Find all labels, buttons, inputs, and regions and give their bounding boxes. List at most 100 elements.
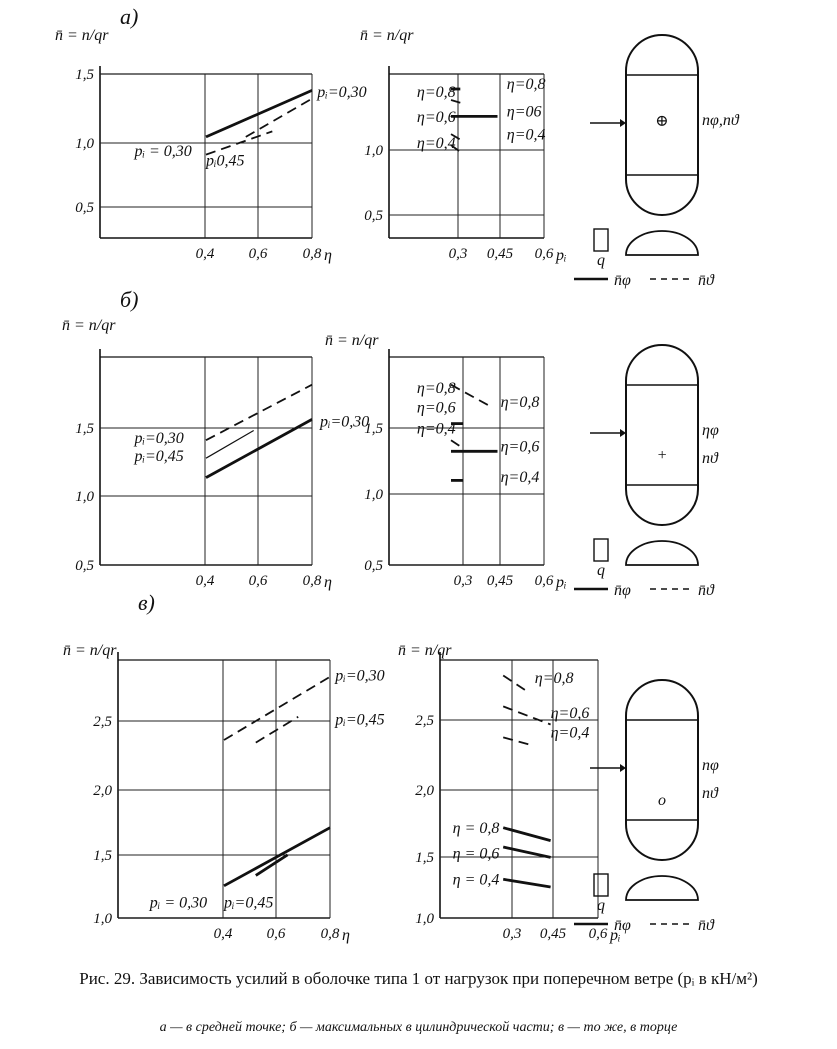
x-tick-label: 0,6: [535, 246, 554, 262]
point-marker: ⊕: [655, 113, 668, 130]
load-label: q: [597, 562, 605, 579]
series-label: pᵢ=0,45: [334, 712, 384, 729]
y-axis-label: n̄ = n/qr: [63, 642, 117, 659]
series-line-2: [502, 736, 532, 746]
series-label: η=0,6: [417, 399, 456, 416]
legend-solid-label: n̄φ: [614, 917, 631, 934]
y-tick-label: 2,0: [415, 783, 434, 799]
y-axis-label: n̄ = n/qr: [360, 27, 414, 44]
series-line-0: [205, 418, 313, 479]
arrow-head: [620, 119, 626, 127]
x-tick-label: 0,45: [487, 573, 514, 589]
series-line-4: [450, 439, 464, 450]
series-line-0: [450, 383, 492, 408]
load-symbol-icon: [593, 228, 609, 252]
load-symbol-icon: [593, 873, 609, 897]
series-line-2: [450, 133, 461, 141]
series-label: pᵢ=0,30: [319, 413, 369, 430]
y-tick-label: 0,5: [364, 208, 383, 224]
series-line-2: [205, 429, 255, 459]
x-tick-label: 0,8: [303, 573, 322, 589]
series-label: η=0,6: [551, 705, 590, 722]
series-label: η=0,6: [417, 109, 456, 126]
x-tick-label: 0,6: [249, 246, 268, 262]
x-axis-label: pᵢ: [609, 927, 621, 944]
y-tick-label: 1,5: [75, 421, 94, 437]
series-label: η=0,4: [507, 127, 546, 144]
series-line-1: [205, 383, 313, 441]
x-tick-label: 0,3: [449, 246, 468, 262]
arrow-head: [620, 429, 626, 437]
legend-dashed-label: n̄ϑ: [698, 582, 715, 599]
legend-solid-label: n̄φ: [614, 272, 631, 289]
y-tick-label: 1,0: [75, 489, 94, 505]
series-line-1: [255, 853, 289, 877]
series-label: η=0,4: [501, 469, 540, 486]
y-tick-label: 1,5: [93, 848, 112, 864]
schematic-0: ⊕ nφ,nϑ q n̄φ n̄ϑ: [574, 34, 740, 289]
series-label: pᵢ=0,30: [316, 84, 366, 101]
series-line-0: [502, 674, 529, 694]
dome-section: [625, 230, 699, 256]
force-label: nφ,nϑ: [702, 112, 740, 129]
figure-subcaption: а — в средней точке; б — максимальных в …: [159, 1020, 678, 1035]
shell-outline: [625, 344, 699, 526]
y-tick-label: 2,5: [415, 713, 434, 729]
force-label: nϑ: [702, 785, 719, 802]
series-line-0: [205, 89, 313, 139]
load-symbol-icon: [593, 538, 609, 562]
shell-outline: [625, 34, 699, 216]
series-label: pᵢ = 0,30: [133, 143, 191, 160]
x-axis-label: η: [342, 927, 350, 944]
x-tick-label: 0,6: [535, 573, 554, 589]
load-label: q: [597, 897, 605, 914]
series-label: η=0,6: [501, 438, 540, 455]
force-label: nϑ: [702, 450, 719, 467]
series-line-5: [502, 877, 551, 889]
series-label: pᵢ=0,30: [133, 430, 183, 447]
x-tick-label: 0,6: [249, 573, 268, 589]
y-tick-label: 1,0: [415, 911, 434, 927]
y-axis-label: n̄ = n/qr: [325, 332, 379, 349]
x-tick-label: 0,8: [321, 926, 340, 942]
series-line-1: [205, 130, 273, 156]
series-line-3: [450, 99, 461, 104]
x-tick-label: 0,6: [267, 926, 286, 942]
load-label: q: [597, 252, 605, 269]
series-label: η=0,8: [501, 394, 540, 411]
y-tick-label: 0,5: [75, 558, 94, 574]
series-label: pᵢ=0,45: [223, 895, 273, 912]
y-axis-label: n̄ = n/qr: [398, 642, 452, 659]
x-axis-label: pᵢ: [555, 574, 567, 591]
series-line-3: [255, 716, 299, 744]
y-tick-label: 0,5: [75, 200, 94, 216]
dome-section: [625, 875, 699, 901]
y-tick-label: 1,0: [93, 911, 112, 927]
series-line-4: [502, 845, 551, 859]
legend-dashed-label: n̄ϑ: [698, 272, 715, 289]
y-tick-label: 1,5: [415, 850, 434, 866]
series-line-4: [450, 144, 461, 153]
series-label: η=0,4: [417, 420, 456, 437]
series-label: pᵢ=0,45: [133, 448, 183, 465]
x-tick-label: 0,6: [589, 926, 608, 942]
y-tick-label: 2,5: [93, 714, 112, 730]
series-label: η=0,4: [551, 724, 590, 741]
series-label: η=0,8: [507, 76, 546, 93]
x-tick-label: 0,4: [214, 926, 233, 942]
x-axis-label: pᵢ: [555, 247, 567, 264]
y-tick-label: 2,0: [93, 783, 112, 799]
force-label: nφ: [702, 757, 719, 774]
force-label: ηφ: [702, 422, 719, 439]
series-line-2: [223, 676, 331, 741]
series-label: η = 0,8: [453, 820, 500, 837]
x-tick-label: 0,8: [303, 246, 322, 262]
figure-caption: Рис. 29. Зависимость усилий в оболочке т…: [79, 969, 758, 988]
y-tick-label: 1,0: [75, 136, 94, 152]
x-tick-label: 0,45: [487, 246, 514, 262]
